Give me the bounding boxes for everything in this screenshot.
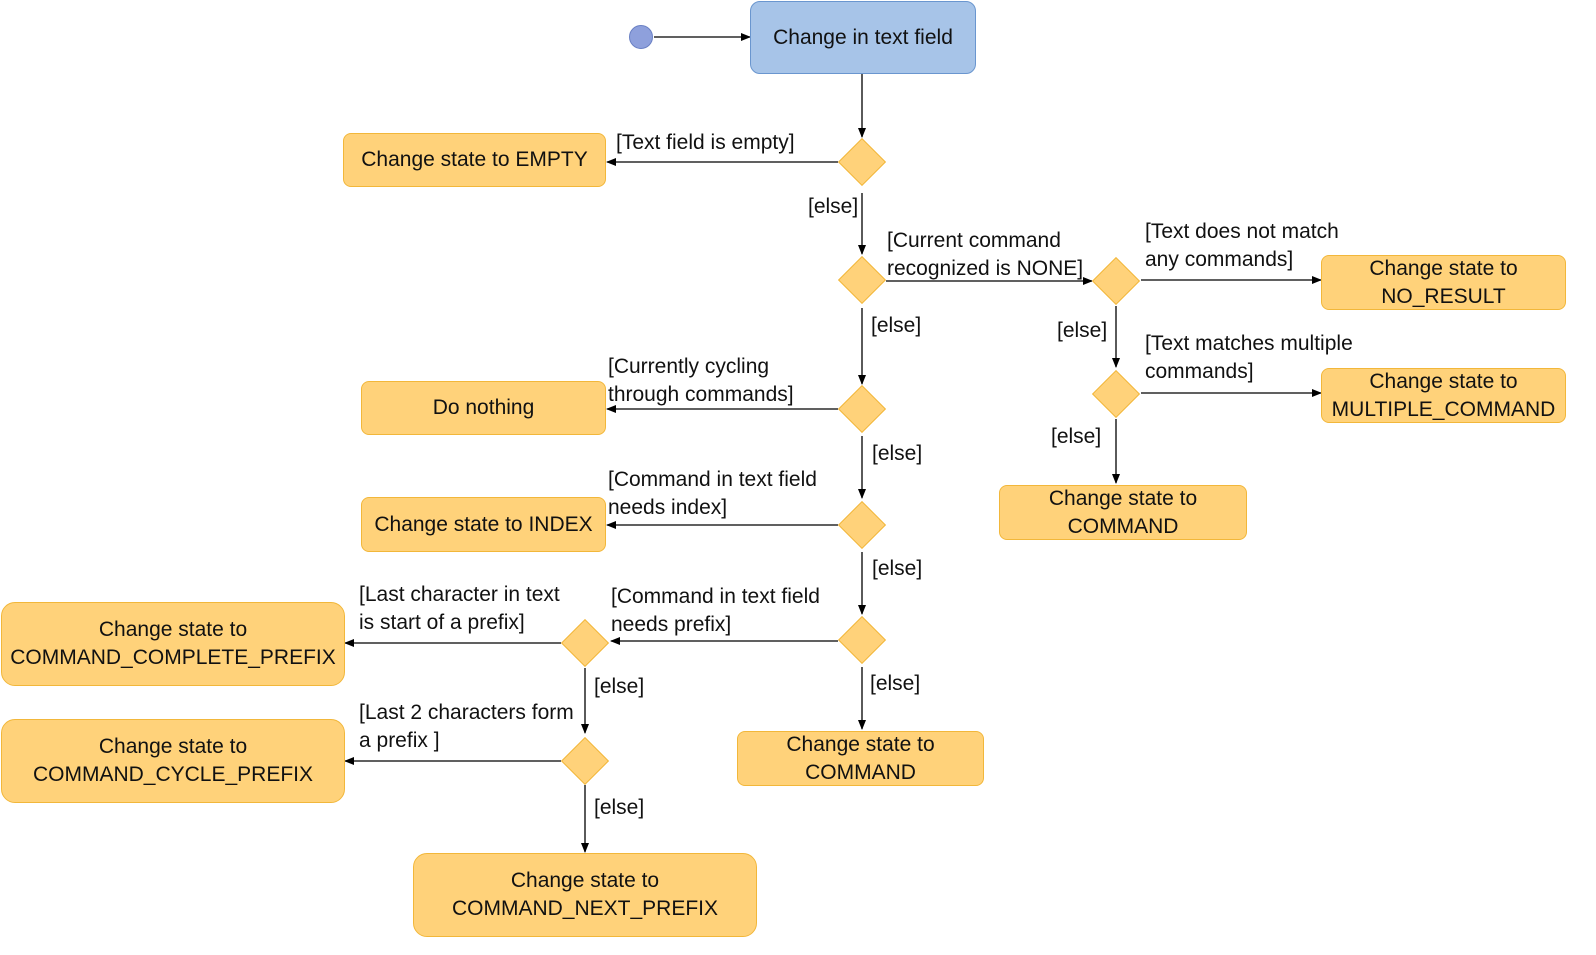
- guard-else-8: [else]: [1057, 319, 1108, 342]
- action-next-prefix-line1: Change state to: [510, 869, 660, 892]
- action-next-prefix: Change state to COMMAND_NEXT_PREFIX: [413, 853, 757, 937]
- guard-cycling-line2: through commands]: [608, 383, 794, 406]
- action-empty: Change state to EMPTY: [343, 133, 606, 187]
- action-empty-label: Change state to EMPTY: [361, 148, 588, 171]
- guard-else-4: [else]: [872, 557, 923, 580]
- action-complete-prefix: Change state to COMMAND_COMPLETE_PREFIX: [1, 602, 345, 686]
- action-complete-prefix-line1: Change state to: [98, 618, 248, 641]
- guard-multi-match-line1: [Text matches multiple: [1145, 332, 1353, 355]
- guard-needs-prefix-line1: [Command in text field: [611, 585, 820, 608]
- action-no-result: Change state to NO_RESULT: [1321, 255, 1566, 310]
- action-command-mid-line1: Change state to: [786, 732, 935, 756]
- action-complete-prefix-line2: COMMAND_COMPLETE_PREFIX: [10, 646, 336, 669]
- guard-no-match-line1: [Text does not match: [1145, 220, 1339, 243]
- action-index-label: Change state to INDEX: [374, 512, 593, 536]
- guard-last-char-prefix-line1: [Last character in text: [359, 583, 560, 606]
- action-command-mid-line2: COMMAND: [805, 760, 916, 784]
- guard-current-none: [Current command recognized is NONE]: [887, 227, 1083, 283]
- start-action-label: Change in text field: [773, 25, 953, 49]
- guard-needs-index: [Command in text field needs index]: [608, 466, 817, 522]
- guard-cycling: [Currently cycling through commands]: [608, 353, 794, 409]
- action-next-prefix-line2: COMMAND_NEXT_PREFIX: [451, 897, 719, 920]
- guard-else-3: [else]: [872, 442, 923, 465]
- guard-else-7: [else]: [594, 796, 645, 819]
- guard-else-2: [else]: [871, 314, 922, 337]
- action-index: Change state to INDEX: [361, 497, 606, 552]
- action-multiple-command: Change state to MULTIPLE_COMMAND: [1321, 368, 1566, 423]
- guard-needs-index-line1: [Command in text field: [608, 468, 817, 491]
- guard-else-1: [else]: [808, 195, 859, 218]
- guard-else-9: [else]: [1051, 425, 1102, 448]
- guard-last2-prefix-line1: [Last 2 characters form: [359, 701, 574, 724]
- guard-text-empty: [Text field is empty]: [616, 131, 795, 154]
- guard-current-none-line2: recognized is NONE]: [887, 257, 1084, 280]
- action-command-right-line2: COMMAND: [1067, 514, 1179, 538]
- guard-last2-prefix: [Last 2 characters form a prefix ]: [359, 699, 574, 755]
- action-no-result-line1: Change state to: [1369, 256, 1518, 280]
- action-multiple-command-line1: Change state to: [1369, 369, 1518, 393]
- guard-else-5: [else]: [870, 672, 921, 695]
- action-cycle-prefix-line1: Change state to: [98, 735, 248, 758]
- action-command-right-line1: Change state to: [1048, 486, 1198, 510]
- guard-multi-match-line2: commands]: [1145, 360, 1254, 383]
- guard-cycling-line1: [Currently cycling: [608, 355, 770, 378]
- guard-last-char-prefix-line2: is start of a prefix]: [359, 611, 525, 634]
- guard-no-match: [Text does not match any commands]: [1145, 218, 1339, 274]
- action-do-nothing: Do nothing: [361, 381, 606, 435]
- initial-node: [629, 25, 653, 49]
- guard-multi-match: [Text matches multiple commands]: [1145, 330, 1353, 386]
- guard-current-none-line1: [Current command: [887, 229, 1061, 252]
- guard-needs-prefix-line2: needs prefix]: [611, 613, 732, 636]
- guard-needs-index-line2: needs index]: [608, 496, 728, 519]
- action-cycle-prefix-line2: COMMAND_CYCLE_PREFIX: [32, 763, 314, 786]
- guard-else-6: [else]: [594, 675, 645, 698]
- action-cycle-prefix: Change state to COMMAND_CYCLE_PREFIX: [1, 719, 345, 803]
- guard-last2-prefix-line2: a prefix ]: [359, 729, 440, 752]
- action-command-right: Change state to COMMAND: [999, 485, 1247, 540]
- action-no-result-line2: NO_RESULT: [1381, 284, 1506, 308]
- action-do-nothing-label: Do nothing: [432, 396, 535, 419]
- action-command-mid: Change state to COMMAND: [737, 731, 984, 786]
- action-multiple-command-line2: MULTIPLE_COMMAND: [1331, 397, 1556, 421]
- start-action: Change in text field: [750, 1, 976, 74]
- guard-no-match-line2: any commands]: [1145, 248, 1294, 271]
- guard-last-char-prefix: [Last character in text is start of a pr…: [359, 581, 560, 637]
- guard-needs-prefix: [Command in text field needs prefix]: [611, 583, 820, 639]
